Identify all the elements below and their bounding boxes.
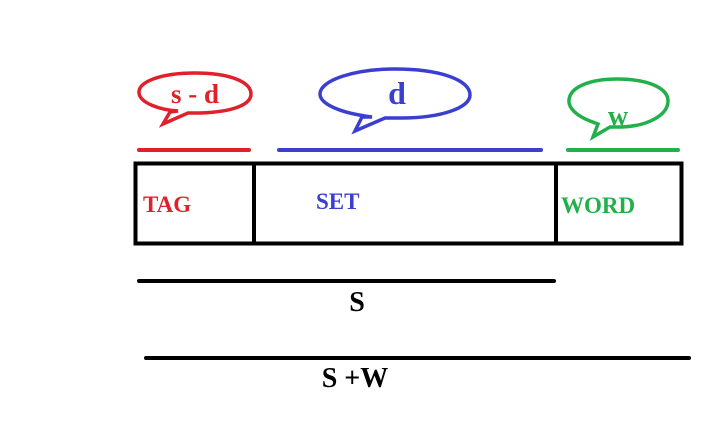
address-box: TAG SET WORD xyxy=(133,161,684,246)
tag-field-label: TAG xyxy=(143,192,191,217)
word-bubble: w xyxy=(567,77,670,142)
s-plus-w-span-label: S +W xyxy=(322,363,389,394)
tag-bubble-shape xyxy=(137,71,253,128)
address-box-outline xyxy=(133,161,684,246)
set-bubble-shape xyxy=(318,67,472,135)
tag-bubble: s - d xyxy=(137,71,253,128)
set-bubble: d xyxy=(318,67,472,135)
s-span-label: S xyxy=(349,287,365,318)
word-bubble-shape xyxy=(567,77,670,142)
set-field-label: SET xyxy=(316,189,359,214)
set-bubble-label: d xyxy=(388,75,406,111)
word-bubble-label: w xyxy=(608,101,629,132)
tag-bubble-label: s - d xyxy=(171,79,219,109)
word-field-label: WORD xyxy=(561,193,635,218)
